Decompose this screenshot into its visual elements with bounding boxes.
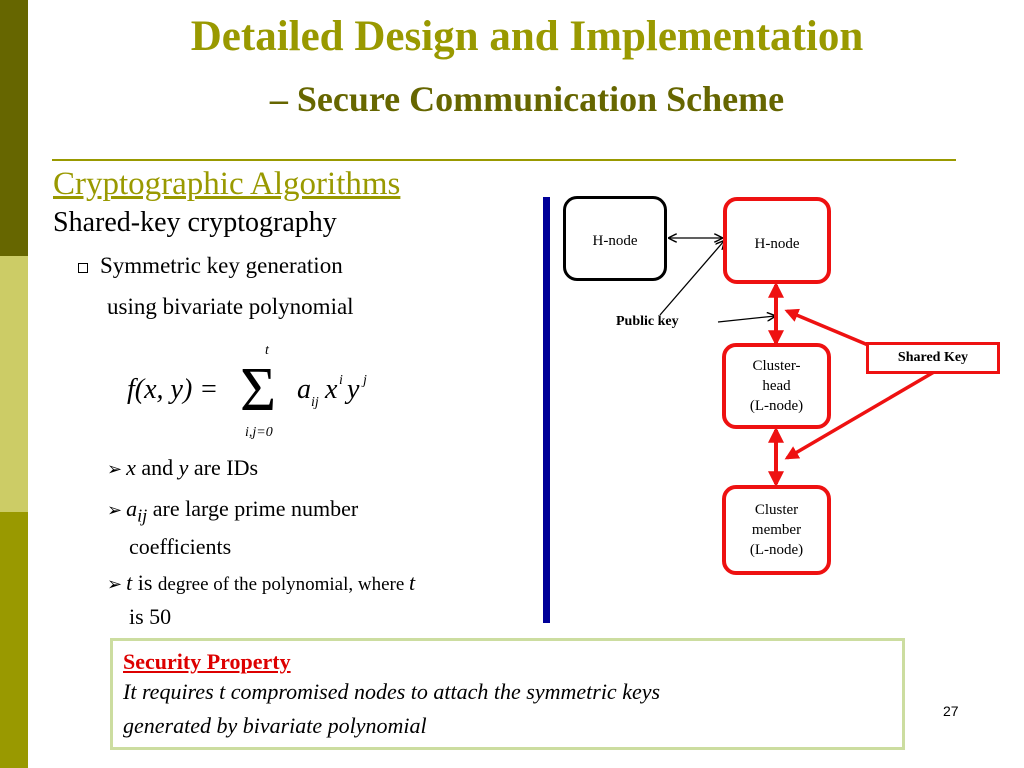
bullet-text: Symmetric key generation	[100, 253, 343, 278]
shared-key-pointer-up	[784, 308, 869, 347]
security-property-title: Security Property	[123, 649, 291, 674]
arrow-bullet-icon: ➢	[107, 500, 123, 520]
public-key-pointer-up	[659, 241, 724, 316]
slide-subtitle: – Secure Communication Scheme	[269, 79, 785, 119]
slide-title: Detailed Design and Implementation	[190, 13, 864, 60]
cluster-head-node: Cluster- head (L-node)	[722, 343, 831, 429]
svg-text:x: x	[324, 374, 338, 405]
cluster-member-node: Cluster member (L-node)	[722, 485, 831, 575]
bullet-symmetric-key: Symmetric key generation	[78, 253, 343, 279]
sub-bullet-ids: ➢x and y are IDs	[107, 455, 259, 480]
svg-text:y: y	[344, 374, 360, 405]
sub-bullet-coefficients: ➢aij are large prime number coefficients	[107, 496, 359, 560]
sidebar-band-middle	[0, 256, 28, 512]
section-title: Cryptographic Algorithms	[53, 166, 401, 202]
bullet-continuation: using bivariate polynomial	[107, 294, 354, 319]
sidebar-band-bottom	[0, 512, 28, 768]
square-bullet-icon	[78, 262, 88, 273]
security-property-box: Security Property It requires t compromi…	[110, 638, 905, 750]
svg-text:j: j	[361, 373, 367, 388]
polynomial-formula: f(x, y) = Σ t i,j=0 a ij x i y j	[127, 343, 367, 440]
svg-text:t: t	[265, 343, 270, 358]
svg-text:a: a	[297, 374, 311, 405]
shared-key-label: Shared Key	[866, 342, 1000, 374]
svg-text:i,j=0: i,j=0	[245, 425, 273, 440]
arrow-bullet-icon: ➢	[107, 574, 123, 594]
page-number: 27	[943, 703, 959, 719]
sub-bullet-degree: ➢t is degree of the polynomial, where t …	[107, 570, 416, 629]
security-property-line2: generated by bivariate polynomial	[123, 713, 427, 738]
svg-text:ij: ij	[311, 395, 319, 410]
h-node-right: H-node	[723, 197, 831, 284]
h-node-left: H-node	[563, 196, 667, 281]
arrow-bullet-icon: ➢	[107, 459, 123, 479]
svg-text:i: i	[339, 373, 343, 388]
svg-text:Σ: Σ	[240, 356, 276, 424]
security-property-line1: It requires t compromised nodes to attac…	[123, 679, 661, 704]
vertical-divider	[543, 197, 550, 623]
svg-text:f(x, y) =: f(x, y) =	[127, 374, 218, 405]
sidebar-band-top	[0, 0, 28, 256]
public-key-pointer-right	[717, 316, 775, 323]
subheading: Shared-key cryptography	[53, 207, 337, 238]
public-key-label: Public key	[616, 314, 679, 329]
sidebar-decoration	[0, 0, 28, 768]
title-divider	[52, 159, 956, 161]
